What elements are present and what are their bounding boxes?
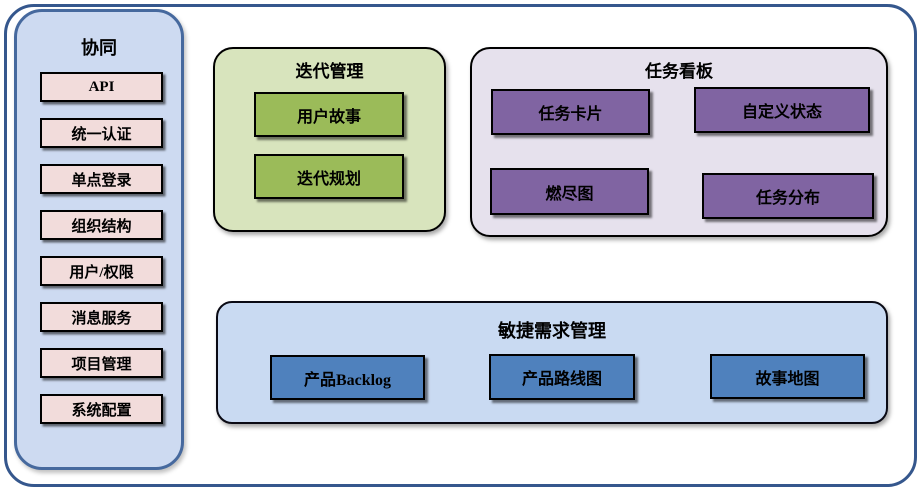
collaboration-panel: 协同 API 统一认证 单点登录 组织结构 用户/权限 消息服务 项目管理 系统… [14, 9, 184, 470]
box-task-distribution: 任务分布 [702, 173, 874, 219]
sidebar-item-api: API [40, 72, 163, 102]
collaboration-item-list: API 统一认证 单点登录 组织结构 用户/权限 消息服务 项目管理 系统配置 [40, 72, 163, 424]
sidebar-item-sso: 单点登录 [40, 164, 163, 194]
box-product-roadmap: 产品路线图 [489, 354, 635, 400]
collaboration-panel-title: 协同 [81, 38, 117, 58]
box-story-map: 故事地图 [710, 354, 865, 399]
box-task-card: 任务卡片 [491, 89, 650, 135]
sidebar-item-org-structure: 组织结构 [40, 210, 163, 240]
kanban-panel-title: 任务看板 [645, 62, 713, 81]
box-custom-status: 自定义状态 [694, 87, 870, 133]
box-burndown-chart: 燃尽图 [490, 168, 649, 215]
requirements-panel-title: 敏捷需求管理 [498, 321, 606, 341]
box-user-story: 用户故事 [254, 92, 404, 137]
sidebar-item-unified-auth: 统一认证 [40, 118, 163, 148]
sidebar-item-message-service: 消息服务 [40, 302, 163, 332]
sidebar-item-user-permissions: 用户/权限 [40, 256, 163, 286]
box-iteration-planning: 迭代规划 [254, 154, 404, 199]
iteration-panel: 迭代管理 用户故事 迭代规划 [213, 47, 446, 232]
iteration-panel-title: 迭代管理 [295, 62, 364, 81]
box-product-backlog: 产品Backlog [270, 355, 425, 400]
kanban-panel: 任务看板 任务卡片 自定义状态 燃尽图 任务分布 [470, 47, 888, 237]
requirements-panel: 敏捷需求管理 产品Backlog 产品路线图 故事地图 [216, 301, 888, 424]
sidebar-item-system-config: 系统配置 [40, 394, 163, 424]
sidebar-item-project-management: 项目管理 [40, 348, 163, 378]
